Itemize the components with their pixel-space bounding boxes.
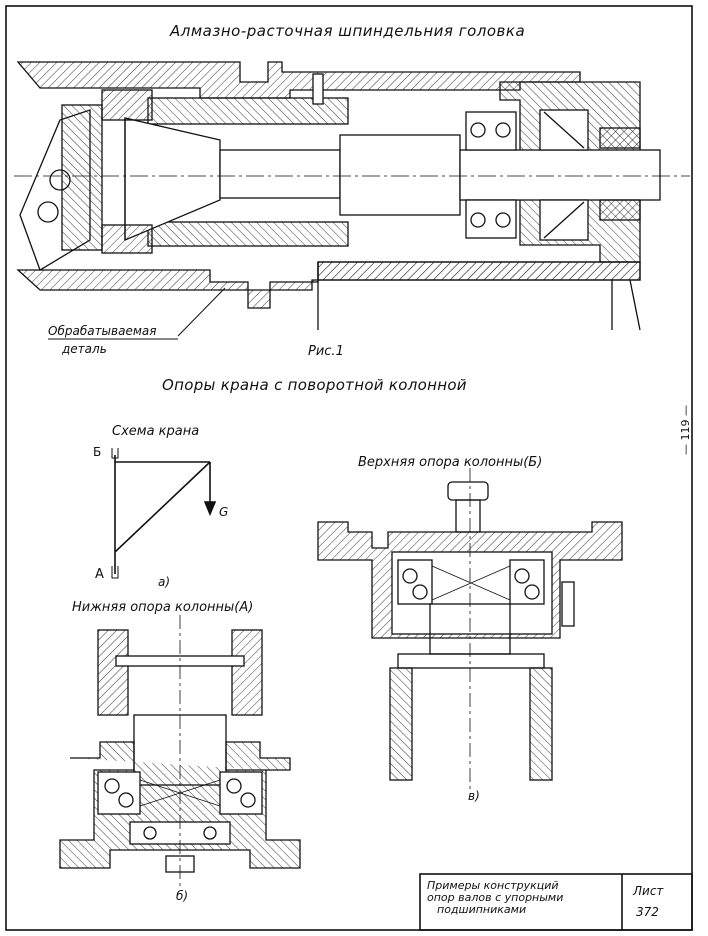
lower-support-title: Нижняя опора колонны(А) — [72, 600, 254, 615]
workpiece-label-line1: Обрабатываемая — [48, 324, 157, 338]
title-block-line1: Примеры конструкций — [427, 879, 559, 892]
page-number: — 119 — — [679, 405, 692, 455]
spindle-head-drawing — [14, 61, 690, 340]
figure-caption: Рис.1 — [308, 344, 344, 359]
caption-b: б) — [176, 889, 189, 903]
title-block — [419, 873, 693, 931]
crane-scheme-drawing — [111, 448, 217, 579]
upper-support-title: Верхняя опора колонны(Б) — [358, 455, 543, 470]
workpiece-label-line2: деталь — [62, 342, 107, 356]
upper-support-drawing — [317, 468, 623, 790]
point-b-label: Б — [93, 445, 102, 459]
sheet-frame — [5, 5, 693, 931]
force-g-label: G — [219, 505, 229, 519]
sheet-number: 372 — [636, 905, 659, 919]
caption-v: в) — [468, 789, 480, 803]
lower-support-drawing — [59, 615, 301, 890]
crane-supports-title: Опоры крана с поворотной колонной — [162, 376, 467, 394]
point-a-label: А — [95, 567, 104, 582]
crane-scheme-title: Схема крана — [112, 424, 200, 439]
title-block-line2: опор валов с упорными — [427, 891, 564, 904]
title-block-line3: подшипниками — [437, 903, 527, 916]
caption-a: а) — [158, 575, 171, 589]
sheet-label: Лист — [633, 884, 664, 898]
spindle-head-title: Алмазно-расточная шпиндельния головка — [170, 22, 526, 40]
